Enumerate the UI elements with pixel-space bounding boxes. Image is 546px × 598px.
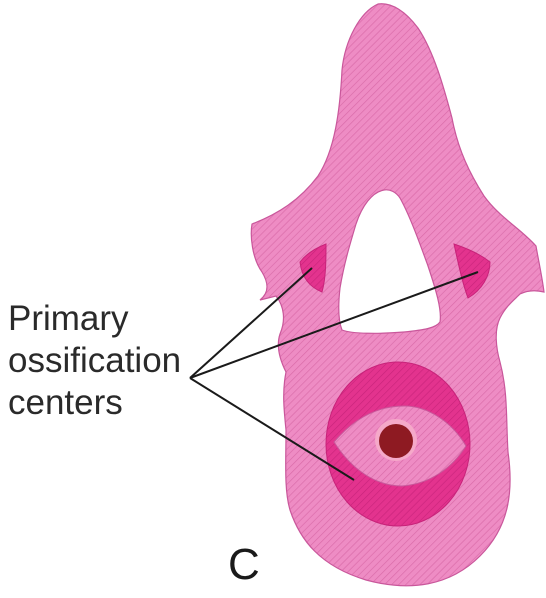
- primary-ossification-centers-label: Primary ossification centers: [8, 298, 181, 424]
- label-line-1: Primary: [8, 298, 181, 340]
- panel-letter: C: [228, 540, 260, 590]
- label-line-3: centers: [8, 382, 181, 424]
- label-line-2: ossification: [8, 340, 181, 382]
- notochord-remnant: [379, 424, 413, 458]
